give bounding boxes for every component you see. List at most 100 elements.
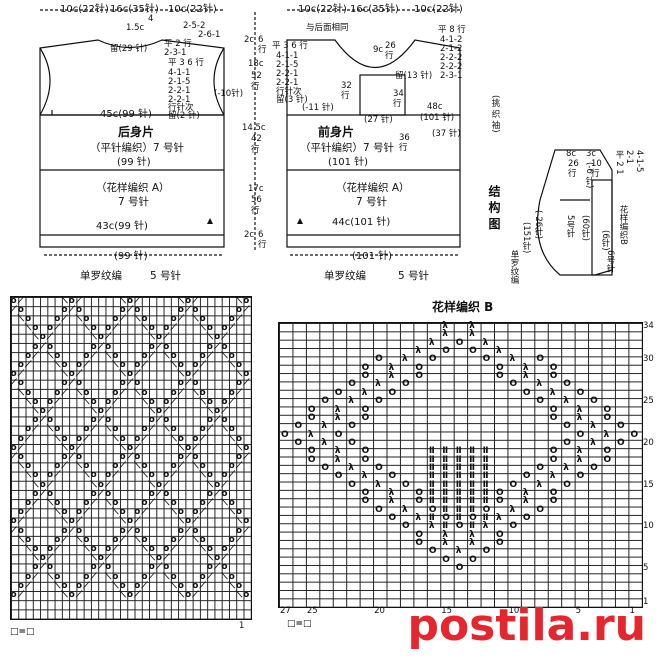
stitch-symbol: λ [536, 379, 543, 390]
stitch-symbol: o [25, 571, 32, 582]
stitch-symbol: O [361, 496, 370, 507]
stitch-symbol: Ⅱ [469, 504, 476, 515]
stitch-symbol: Ⅱ [469, 479, 476, 490]
stitch-symbol: ⟋ [155, 341, 163, 352]
stitch-symbol: o [206, 341, 213, 352]
stitch-symbol: ⟋ [148, 571, 155, 582]
back-hem: 43c(99 针) [96, 221, 148, 232]
stitch-symbol: o [148, 341, 155, 352]
stitch-symbol: ⟋ [54, 543, 61, 554]
stitch-symbol: o [177, 451, 184, 462]
stitch-symbol: ⟍ [206, 332, 214, 343]
stitch-symbol: ⟋ [243, 525, 250, 536]
stitch-symbol: O [294, 421, 303, 432]
stitch-symbol: λ [307, 429, 314, 440]
stitch-symbol: ⟋ [177, 313, 185, 324]
stitch-symbol: ⟋ [46, 479, 54, 490]
stitch-symbol: ⟋ [39, 562, 46, 573]
stitch-symbol: ⟋ [177, 387, 185, 398]
stitch-symbol: ⟍ [83, 470, 90, 481]
stitch-symbol: ⟋ [141, 507, 148, 518]
side-arm-code-2: (60针) [580, 215, 590, 241]
stitch-symbol: ⟋ [243, 304, 250, 315]
stitch-symbol: O [590, 462, 598, 473]
stitch-symbol: O [307, 454, 316, 465]
stitch-symbol: o [46, 562, 54, 573]
stitch-symbol: λ [388, 496, 395, 507]
stitch-symbol: o [206, 488, 213, 499]
stitch-symbol: ⟋ [25, 359, 32, 370]
stitch-symbol: o [112, 387, 119, 398]
stitch-symbol: O [415, 371, 424, 382]
stitch-symbol: O [334, 429, 343, 440]
stitch-symbol: ⟋ [68, 451, 75, 462]
stitch-symbol: ⟋ [97, 488, 105, 499]
stitch-symbol: O [496, 362, 504, 373]
stitch-symbol: ⟍ [148, 553, 155, 564]
back-width-mid: 16c(35针) [110, 4, 159, 15]
back-armhole-line-0: 平 3 6 行 [168, 58, 204, 68]
dim-top-b: 6 [258, 35, 264, 45]
stitch-symbol: O [348, 479, 356, 490]
stitch-symbol: ⟋ [83, 507, 90, 518]
pattern-b-row-number: 15 [643, 479, 654, 490]
stitch-symbol: λ [334, 446, 341, 457]
stitch-symbol: o [141, 350, 148, 361]
stitch-symbol: Ⅱ [455, 504, 462, 515]
stitch-symbol: ⟋ [97, 415, 105, 426]
stitch-symbol: ⟋ [46, 332, 54, 343]
stitch-symbol: ⟋ [214, 562, 221, 573]
stitch-symbol: ⟋ [25, 580, 32, 591]
stitch-symbol: o [10, 295, 17, 306]
stitch-symbol: ⟋ [134, 369, 141, 380]
stitch-symbol: ⟋ [112, 543, 119, 554]
stitch-symbol: o [206, 396, 213, 407]
stitch-symbol: O [536, 396, 545, 407]
stitch-symbol: o [243, 369, 250, 380]
stitch-symbol: ⟍ [119, 295, 126, 306]
stitch-symbol: Ⅱ [442, 462, 449, 473]
side-detail-a: 3c [586, 149, 597, 159]
stitch-symbol: ⟋ [170, 543, 177, 554]
stitch-symbol: o [221, 562, 228, 573]
stitch-symbol: ⟍ [192, 313, 199, 324]
stitch-symbol: λ [334, 412, 341, 423]
stitch-symbol: o [214, 553, 221, 564]
stitch-symbol: o [54, 350, 61, 361]
stitch-symbol: Ⅱ [442, 496, 449, 507]
stitch-symbol: ⟋ [163, 553, 170, 564]
back-armhole-line-5: 行针次 [168, 103, 194, 113]
stitch-symbol: O [442, 554, 450, 565]
stitch-symbol: o [25, 461, 32, 472]
back-neck-rows-b: 2-6-1 [198, 30, 221, 40]
stitch-symbol: ⟍ [119, 516, 126, 527]
stitch-symbol: O [455, 563, 464, 574]
side-detail-c: 行 [591, 169, 600, 179]
stitch-symbol: ⟍ [177, 589, 185, 600]
stitch-symbol: ⟍ [206, 553, 214, 564]
stitch-symbol: o [221, 396, 228, 407]
stitch-symbol: o [10, 589, 17, 600]
stitch-symbol: O [348, 437, 356, 448]
stitch-symbol: O [536, 462, 545, 473]
stitch-symbol: o [83, 313, 90, 324]
stitch-symbol: O [415, 488, 424, 498]
stitch-symbol: Ⅱ [428, 454, 435, 465]
stitch-symbol: o [148, 488, 155, 499]
stitch-symbol: ⟍ [75, 534, 83, 545]
stitch-symbol: O [549, 404, 558, 415]
stitch-symbol: o [214, 405, 221, 416]
stitch-symbol: o [214, 332, 221, 343]
stitch-symbol: o [141, 387, 148, 398]
stitch-symbol: O [415, 538, 424, 549]
stitch-symbol: O [522, 513, 531, 524]
stitch-symbol: o [61, 433, 68, 444]
stitch-symbol: Ⅱ [469, 462, 476, 473]
stitch-symbol: O [536, 354, 545, 365]
stitch-symbol: Ⅱ [428, 496, 435, 507]
stitch-symbol: ⟋ [61, 313, 68, 324]
front-pattern-label: （花样编织 A） [336, 182, 410, 194]
stitch-symbol: O [401, 521, 410, 532]
stitch-symbol: O [482, 504, 491, 515]
